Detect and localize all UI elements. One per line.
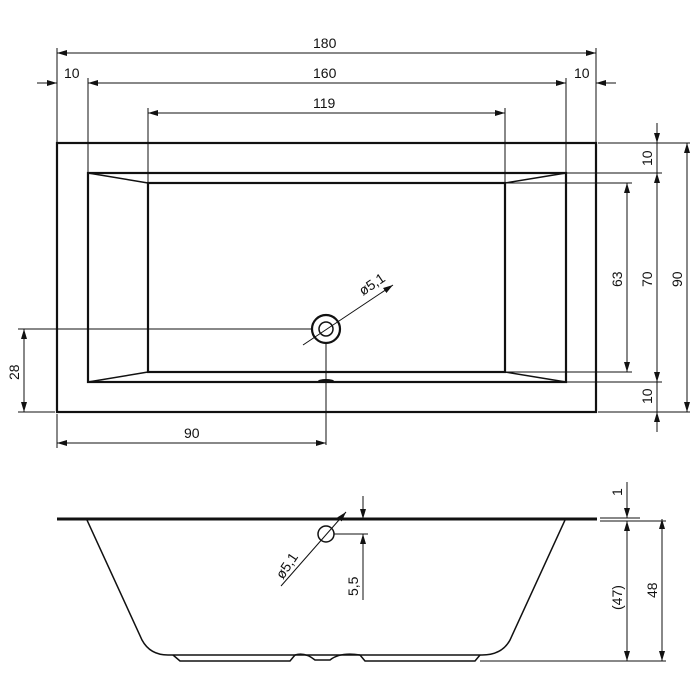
slope-line xyxy=(504,172,567,184)
overflow-diameter-label: ø5,1 xyxy=(272,549,301,581)
dim-inner-depth: (47) xyxy=(609,585,625,610)
dim-inner-width: 70 xyxy=(639,271,655,287)
slope-line xyxy=(504,371,567,383)
dim-inner-length: 160 xyxy=(313,65,337,81)
overflow-icon xyxy=(280,511,368,587)
top-view: ø5,1 180 10 160 10 119 10 70 xyxy=(6,35,690,448)
dim-rim-thickness: 1 xyxy=(609,488,625,496)
dim-bottom-rim: 10 xyxy=(639,388,655,404)
dim-overflow-offset: 5,5 xyxy=(345,576,361,596)
slope-line xyxy=(87,371,149,383)
inner-basin-outline xyxy=(86,171,568,384)
drain-diameter-label: ø5,1 xyxy=(356,269,388,298)
dim-drain-offset-y: 28 xyxy=(6,364,22,380)
dim-top-rim: 10 xyxy=(639,150,655,166)
dim-drain-offset-x: 90 xyxy=(184,425,200,441)
dim-overall-width: 90 xyxy=(669,271,685,287)
drain-icon xyxy=(302,284,394,445)
dim-right-rim: 10 xyxy=(574,65,590,81)
dim-overall-length: 180 xyxy=(313,35,337,51)
dim-overall-height: 48 xyxy=(644,582,660,598)
tub-body-outline xyxy=(86,519,566,656)
side-view: ø5,1 5,5 1 (47) 48 xyxy=(57,482,666,662)
dim-bottom-width: 63 xyxy=(609,271,625,287)
dim-left-rim: 10 xyxy=(64,65,80,81)
dim-bottom-length: 119 xyxy=(313,95,336,111)
slope-line xyxy=(87,172,149,184)
